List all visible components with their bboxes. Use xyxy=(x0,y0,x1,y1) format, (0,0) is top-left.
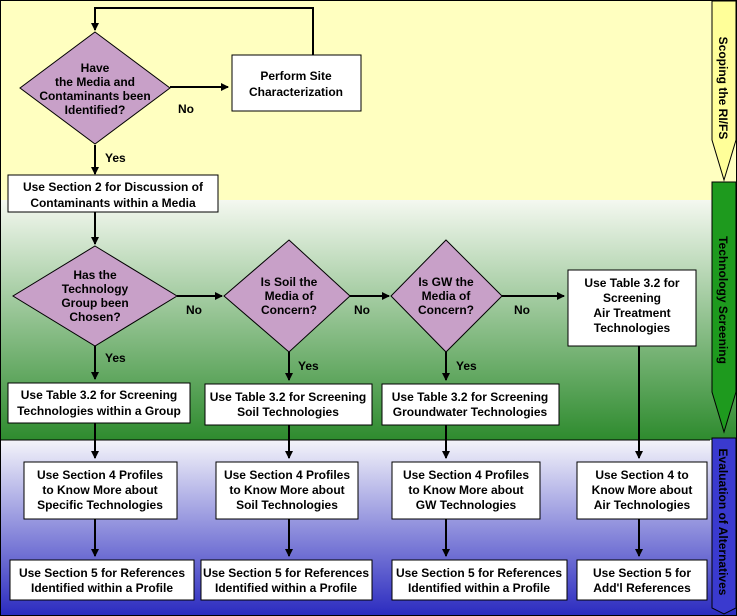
phase-arrow-evaluation: Evaluation of Alternatives xyxy=(711,437,737,615)
edge-label-yes-4: Yes xyxy=(456,359,477,373)
edge-label-no-4: No xyxy=(514,303,530,317)
phase-arrow-scoping: Scoping the RI/FS xyxy=(711,0,737,182)
phase-arrow-screening: Technology Screening xyxy=(711,181,737,434)
phase-label-evaluation: Evaluation of Alternatives xyxy=(716,449,730,596)
phase-label-screening: Technology Screening xyxy=(716,236,730,364)
edge-label-no-2: No xyxy=(186,303,202,317)
edge-label-yes-3: Yes xyxy=(298,359,319,373)
edge-label-no-1: No xyxy=(178,102,194,116)
svg-text:Use Section 2 for Discussion o: Use Section 2 for Discussion ofContamina… xyxy=(23,180,204,210)
edge-label-no-3: No xyxy=(354,303,370,317)
edge-label-yes-2: Yes xyxy=(105,351,126,365)
phase-label-scoping: Scoping the RI/FS xyxy=(716,37,730,140)
edge-label-yes-1: Yes xyxy=(105,151,126,165)
